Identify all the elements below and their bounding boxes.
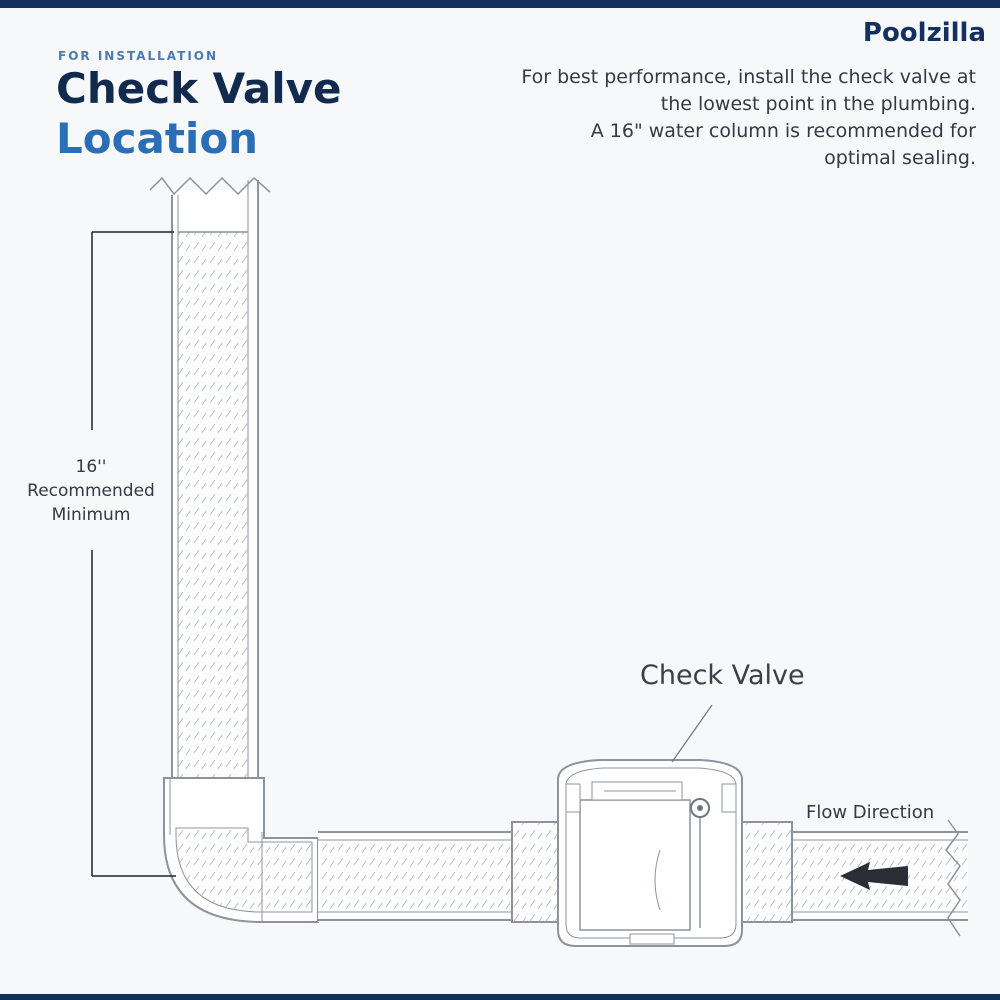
dimension-label: 16'' Recommended Minimum	[10, 455, 172, 527]
check-valve-body	[511, 759, 793, 947]
flow-arrow-icon	[840, 862, 908, 890]
brand-logo: Poolzilla	[862, 18, 986, 48]
callout-leader	[671, 704, 713, 763]
flow-direction-label: Flow Direction	[806, 802, 935, 823]
elbow-fitting	[163, 777, 319, 923]
note-line: the lowest point in the plumbing.	[660, 93, 976, 115]
dimension-bracket	[91, 231, 176, 877]
dimension-value: 16''	[75, 457, 107, 477]
vertical-pipe	[149, 176, 271, 832]
dimension-caption: Recommended	[27, 481, 155, 501]
note-line: A 16" water column is recommended for	[590, 120, 976, 142]
page-title-line1: Check Valve	[56, 64, 342, 113]
top-border	[0, 0, 1000, 8]
installation-note: For best performance, install the check …	[456, 64, 976, 172]
dimension-caption: Minimum	[51, 505, 131, 525]
note-line: optimal sealing.	[824, 147, 976, 169]
note-line: For best performance, install the check …	[521, 66, 976, 88]
check-valve-label: Check Valve	[640, 660, 805, 691]
bottom-border	[0, 994, 1000, 1000]
page-title-line2: Location	[56, 114, 259, 163]
eyebrow-label: FOR INSTALLATION	[58, 49, 219, 63]
